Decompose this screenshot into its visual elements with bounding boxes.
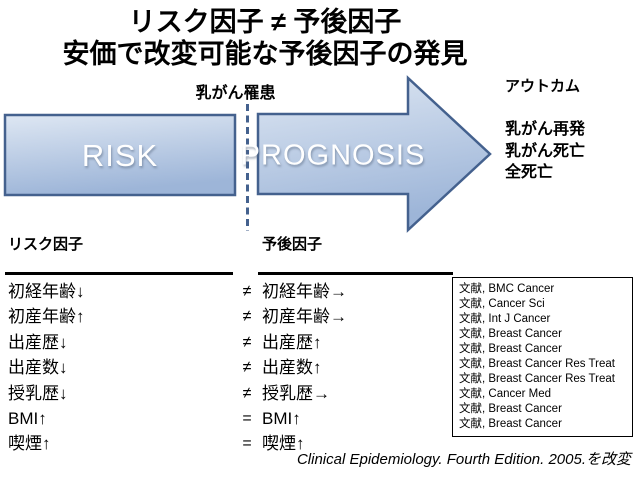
reference-item: 文献, Breast Cancer xyxy=(459,403,562,415)
comparator-item: ≠ xyxy=(242,283,252,300)
citation: Clinical Epidemiology. Fourth Edition. 2… xyxy=(296,451,631,468)
prognosis-label: PROGNOSIS xyxy=(240,139,426,172)
prognostic-factor-item: 授乳歴→ xyxy=(262,383,330,403)
risk-factors-rule xyxy=(5,272,233,275)
comparator-item: ≠ xyxy=(242,308,252,326)
risk-factor-item: 喫煙↑ xyxy=(8,434,51,454)
prognostic-factor-item: 初経年齢→ xyxy=(262,282,347,301)
comparator-item: = xyxy=(242,435,252,453)
risk-factor-item: 初産年齢↑ xyxy=(8,307,85,327)
risk-factor-item: BMI↑ xyxy=(8,409,47,429)
outcome-item: 全死亡 xyxy=(505,164,554,181)
prognostic-factor-item: 喫煙↑ xyxy=(262,434,305,454)
prognostic-factor-item: 出産歴↑ xyxy=(262,332,322,352)
reference-item: 文献, BMC Cancer xyxy=(459,283,555,295)
reference-item: 文献, Cancer Sci xyxy=(459,298,545,310)
outcome-list: 乳がん再発乳がん死亡全死亡 xyxy=(505,119,585,184)
exposure-label: 乳がん罹患 xyxy=(195,85,276,102)
reference-item: 文献, Cancer Med xyxy=(459,388,552,400)
outcome-header: アウトカム xyxy=(505,78,581,95)
reference-item: 文献, Breast Cancer Res Treat xyxy=(459,358,615,370)
comparator-list: ≠ ≠ ≠ ≠ ≠ = = xyxy=(236,279,258,457)
prognostic-factors-rule xyxy=(258,272,453,275)
outcome-item: 乳がん再発 xyxy=(505,121,586,138)
risk-factor-item: 初経年齢↓ xyxy=(8,282,85,301)
reference-item: 文献, Breast Cancer xyxy=(459,343,562,355)
references-box: 文献, BMC Cancer 文献, Cancer Sci 文献, Int J Ca… xyxy=(452,277,633,437)
reference-item: 文献, Breast Cancer Res Treat xyxy=(459,373,615,385)
comparator-item: ≠ xyxy=(242,333,252,351)
comparator-item: = xyxy=(242,410,252,428)
risk-factor-list: 初経年齢↓ 初産年齢↑ 出産歴↓ 出産数↓ 授乳歴↓ BMI↑ 喫煙↑ xyxy=(8,279,85,457)
page-title: リスク因子 ≠ 予後因子 安価で改変可能な予後因子の発見 xyxy=(0,6,530,70)
reference-item: 文献, Breast Cancer xyxy=(459,328,562,340)
prognostic-factor-item: 出産数↑ xyxy=(262,358,322,378)
title-line-1: リスク因子 ≠ 予後因子 xyxy=(128,7,402,37)
outcome-item: 乳がん死亡 xyxy=(505,142,586,160)
comparator-item: ≠ xyxy=(242,384,252,402)
risk-factors-header: リスク因子 xyxy=(8,236,84,253)
prognostic-factors-header: 予後因子 xyxy=(262,236,323,253)
title-line-2: 安価で改変可能な予後因子の発見 xyxy=(62,39,468,69)
prognostic-factor-item: BMI↑ xyxy=(262,409,301,429)
risk-factor-item: 授乳歴↓ xyxy=(8,383,68,403)
comparator-item: ≠ xyxy=(242,359,252,377)
risk-label: RISK xyxy=(81,138,159,173)
reference-item: 文献, Int J Cancer xyxy=(459,313,551,325)
risk-factor-item: 出産数↓ xyxy=(8,358,68,378)
prognostic-factor-item: 初産年齢→ xyxy=(262,307,347,327)
risk-factor-item: 出産歴↓ xyxy=(8,332,68,352)
reference-item: 文献, Breast Cancer xyxy=(459,418,562,430)
prognostic-factor-list: 初経年齢→ 初産年齢→ 出産歴↑ 出産数↑ 授乳歴→ BMI↑ 喫煙↑ xyxy=(262,279,347,457)
